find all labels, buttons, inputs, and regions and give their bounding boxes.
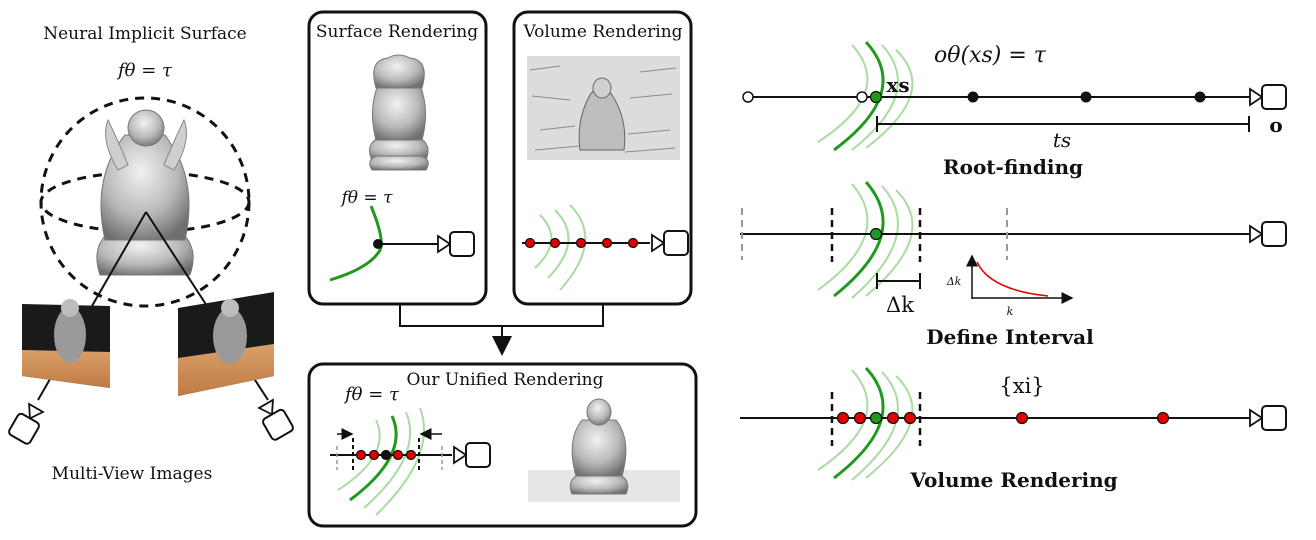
neural-surface-title: Neural Implicit Surface	[43, 24, 247, 44]
merge-arrow	[399, 304, 604, 356]
define-interval-row: Δk Δk k Define Interval	[740, 181, 1287, 349]
root-finding-start-point	[742, 91, 754, 103]
surface-level-set-label: fθ = τ	[340, 188, 394, 208]
statue-render-large	[96, 109, 194, 276]
root-finding-equation: oθ(xs) = τ	[934, 43, 1047, 68]
unified-sample-points	[355, 449, 417, 461]
left-panel: Neural Implicit Surface fθ = τ	[6, 24, 296, 484]
unified-level-set-label: fθ = τ	[343, 384, 400, 405]
unified-rendering-title: Our Unified Rendering	[407, 370, 604, 390]
root-finding-prev-point	[856, 91, 868, 103]
surface-rendering-title: Surface Rendering	[316, 22, 478, 42]
camera-right-icon	[254, 397, 296, 443]
root-finding-march-points	[967, 91, 1206, 103]
multi-view-image-left	[22, 299, 110, 388]
camera-origin-label: o	[1269, 113, 1282, 137]
define-interval-title: Define Interval	[926, 325, 1094, 349]
interval-surface-point	[869, 227, 883, 241]
statue-unified-render	[528, 398, 680, 502]
interval-gray-bounds	[741, 208, 1008, 260]
decay-curve	[976, 261, 1049, 297]
surface-rendering-box: Surface Rendering fθ = τ	[307, 10, 488, 306]
surface-hit-point	[373, 239, 383, 249]
root-finding-title: Root-finding	[943, 155, 1083, 179]
vr-camera-icon	[1249, 405, 1287, 431]
distance-bracket	[876, 116, 1250, 132]
statue-surface-render	[369, 54, 429, 171]
decay-plot-xlabel: k	[1007, 305, 1014, 318]
left-level-set-label: fθ = τ	[116, 60, 173, 81]
decay-plot-ylabel: Δk	[946, 275, 962, 288]
unified-interval-bounds	[352, 438, 420, 470]
unified-gray-bounds	[336, 446, 443, 470]
samples-label: {xi}	[999, 374, 1044, 398]
root-finding-surface-point	[869, 90, 883, 104]
distance-label: ts	[1053, 128, 1071, 152]
interval-decay-plot: Δk k	[946, 254, 1074, 318]
multi-view-caption: Multi-View Images	[52, 464, 213, 484]
volume-rendering-box: Volume Rendering	[512, 10, 693, 306]
vr-interval-bounds	[830, 392, 922, 446]
root-finding-point-label: xs	[886, 73, 909, 97]
camera-left-icon	[6, 401, 48, 447]
root-finding-camera-icon	[1249, 84, 1287, 110]
vr-sample-points	[836, 411, 1170, 425]
statue-volume-render	[527, 56, 680, 160]
multi-view-image-right	[178, 292, 274, 396]
volume-rendering-row: {xi} Volume Rendering	[740, 366, 1287, 492]
volume-sample-points	[524, 237, 639, 249]
surface-curve	[329, 205, 383, 282]
unified-rendering-box: Our Unified Rendering fθ = τ	[307, 362, 698, 528]
volume-rendering-title: Volume Rendering	[522, 22, 682, 42]
interval-bounds	[830, 208, 922, 262]
root-finding-row: oθ(xs) = τ xs ts o Root-finding	[742, 40, 1287, 179]
vr-level-curves	[817, 366, 914, 481]
interval-width-bracket	[876, 273, 921, 289]
vr-title: Volume Rendering	[909, 468, 1117, 492]
interval-camera-icon	[1249, 221, 1287, 247]
interval-width-label: Δk	[886, 293, 914, 317]
